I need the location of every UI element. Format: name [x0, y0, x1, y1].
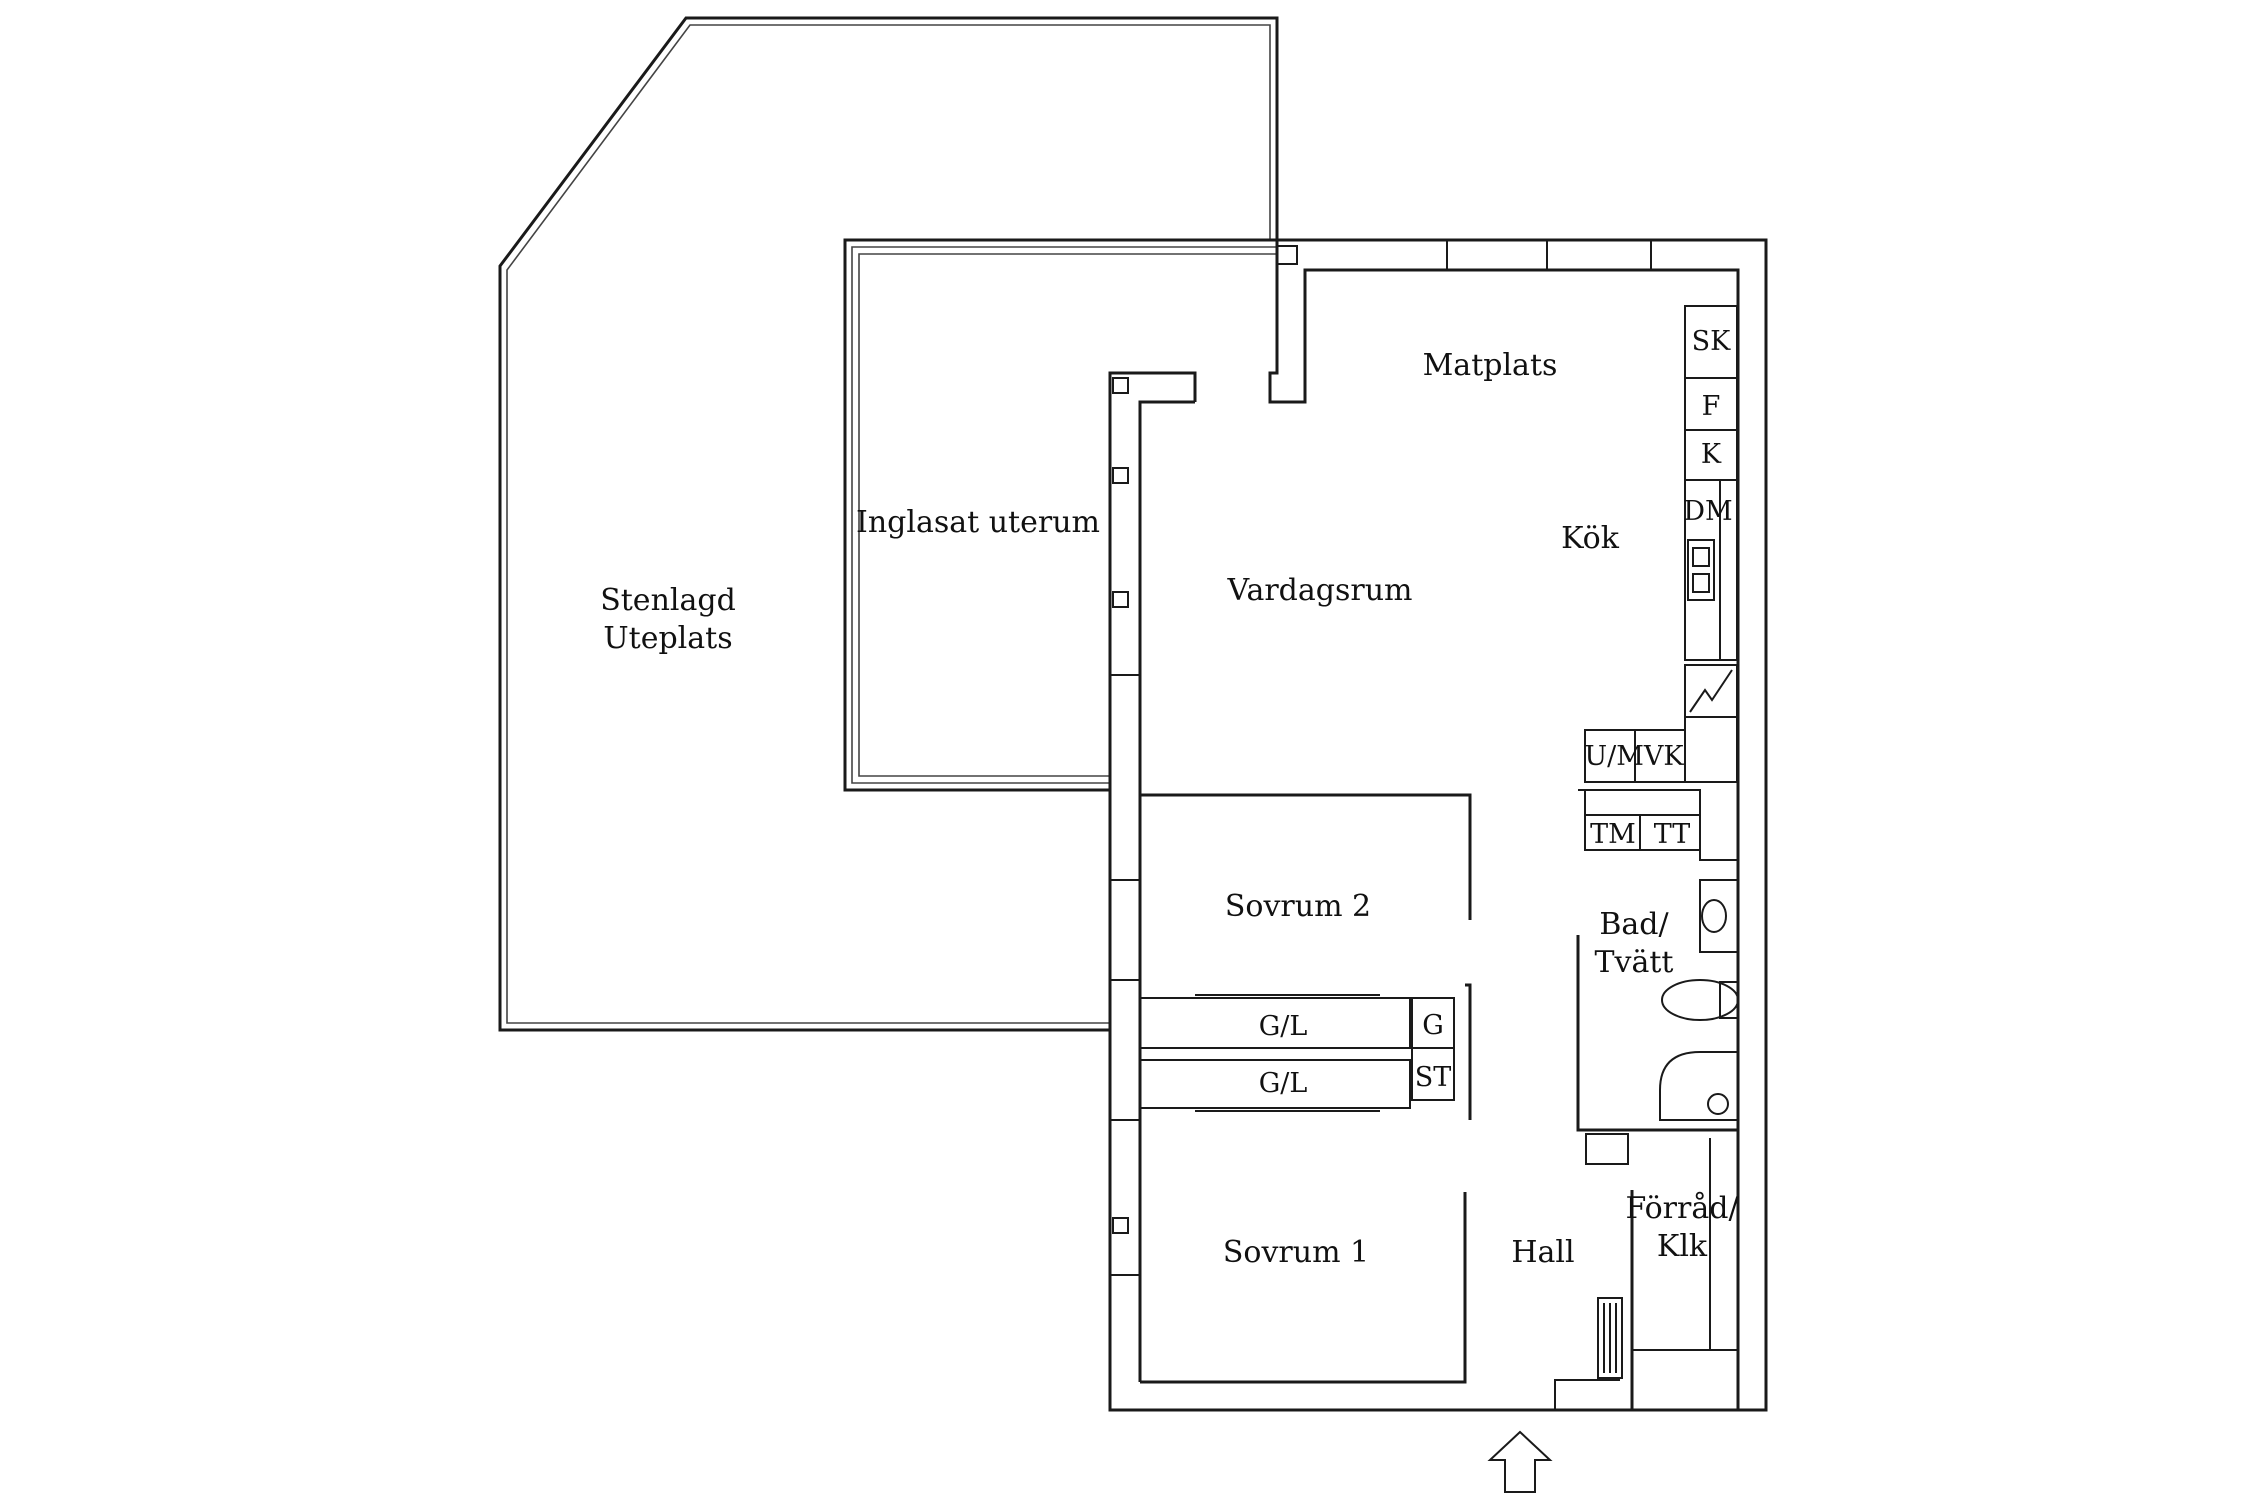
fixture-label-g: G	[1422, 1010, 1444, 1041]
room-label-vardagsrum: Vardagsrum	[1227, 573, 1413, 608]
room-label-forrad-1: Förråd/	[1625, 1191, 1739, 1226]
room-label-sovrum2: Sovrum 2	[1225, 889, 1371, 924]
room-label-stenlagd-1: Stenlagd	[600, 583, 736, 618]
glazed-porch-outline	[843, 238, 1277, 792]
room-label-bad-2: Tvätt	[1595, 945, 1674, 980]
fixture-label-st: ST	[1415, 1062, 1452, 1093]
room-label-kok: Kök	[1561, 521, 1620, 556]
room-label-matplats: Matplats	[1423, 348, 1558, 383]
fixture-label-k: K	[1701, 439, 1722, 470]
terrace-outline	[498, 16, 1279, 1032]
fixture-label-tt: TT	[1654, 819, 1691, 850]
fixture-label-sk: SK	[1692, 326, 1731, 357]
fixture-label-gl-top: G/L	[1259, 1011, 1308, 1042]
fixture-label-umvk: U/MVK	[1584, 741, 1684, 772]
room-label-stenlagd-2: Uteplats	[603, 621, 732, 656]
bathroom-fixtures	[1659, 879, 1739, 1121]
room-label-sovrum1: Sovrum 1	[1223, 1235, 1369, 1270]
entrance-arrow-icon	[1487, 1430, 1553, 1493]
room-label-hall: Hall	[1511, 1235, 1574, 1270]
fixture-label-dm: DM	[1683, 496, 1732, 527]
room-label-bad-1: Bad/	[1599, 907, 1669, 942]
apartment-walls	[1108, 238, 1768, 1412]
fixture-label-gl-bottom: G/L	[1259, 1068, 1308, 1099]
room-label-forrad-2: Klk	[1657, 1229, 1708, 1264]
fixture-label-tm: TM	[1590, 819, 1636, 850]
fixture-labels: SK F K DM U/MVK TM TT G/L G/L G ST	[1259, 326, 1733, 1099]
room-label-inglasat: Inglasat uterum	[856, 505, 1100, 540]
interior-walls	[1139, 789, 1738, 1410]
kitchen-counter	[1584, 305, 1738, 851]
fixture-label-f: F	[1702, 391, 1721, 422]
room-labels: Stenlagd Uteplats Inglasat uterum Vardag…	[600, 348, 1739, 1270]
